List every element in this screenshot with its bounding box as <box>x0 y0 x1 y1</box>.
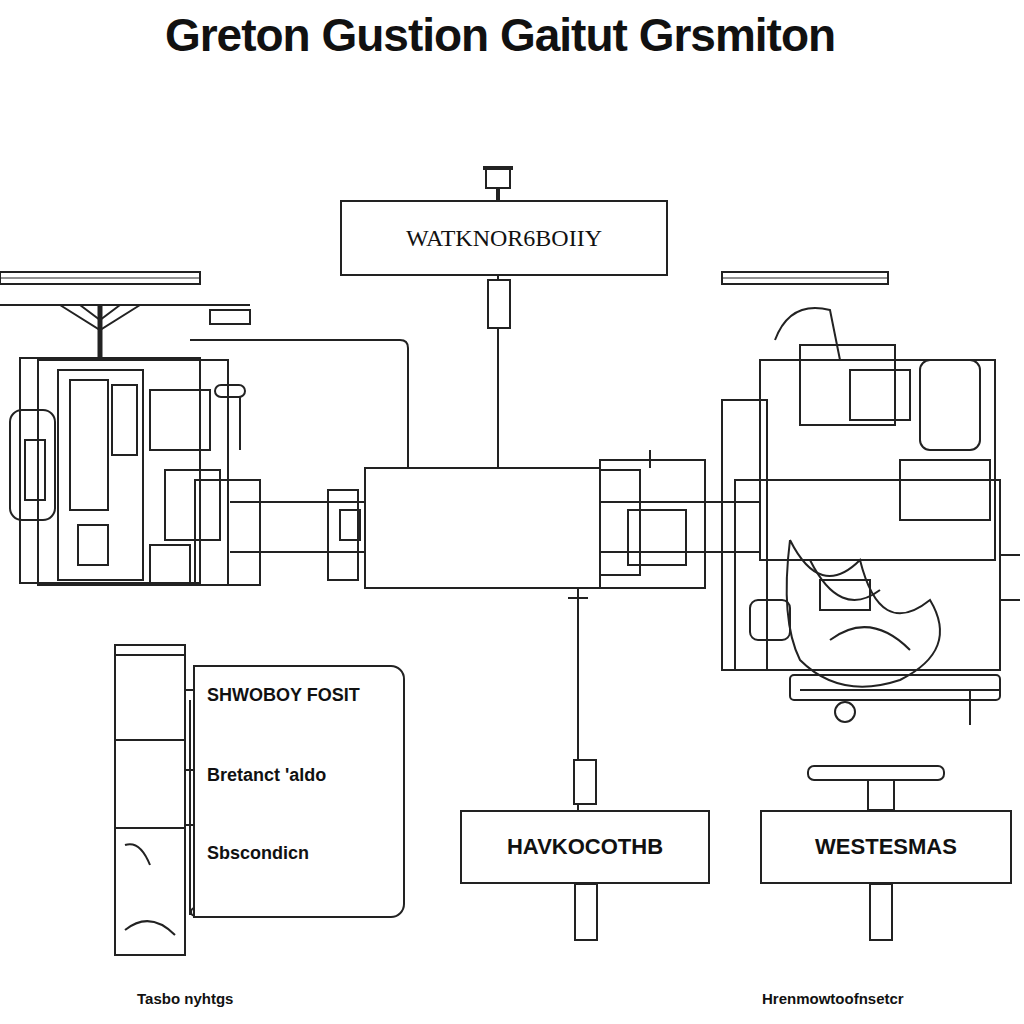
footer-label: Tasbo nyhtgs <box>135 990 235 1007</box>
footer-label: Hrenmowtoofnsetcr <box>760 990 906 1007</box>
legend-panel: SHWOBOY FOSIT Bretanct 'aldoSbscondicn <box>193 665 405 918</box>
node-text: Sbscondicn <box>207 843 309 864</box>
node-text: SHWOBOY FOSIT <box>207 685 360 706</box>
node-text: WESTESMAS <box>815 834 957 860</box>
process-box: WESTESMAS <box>760 810 1012 884</box>
process-box: HAVKOCOTHB <box>460 810 710 884</box>
process-box: WATKNOR6BOIIY <box>340 200 668 276</box>
node-text: WATKNOR6BOIIY <box>406 225 602 252</box>
diagram-title: Greton Gustion Gaitut Grsmiton <box>0 8 1000 62</box>
node-text: Bretanct 'aldo <box>207 765 326 786</box>
node-text: HAVKOCOTHB <box>507 834 663 860</box>
